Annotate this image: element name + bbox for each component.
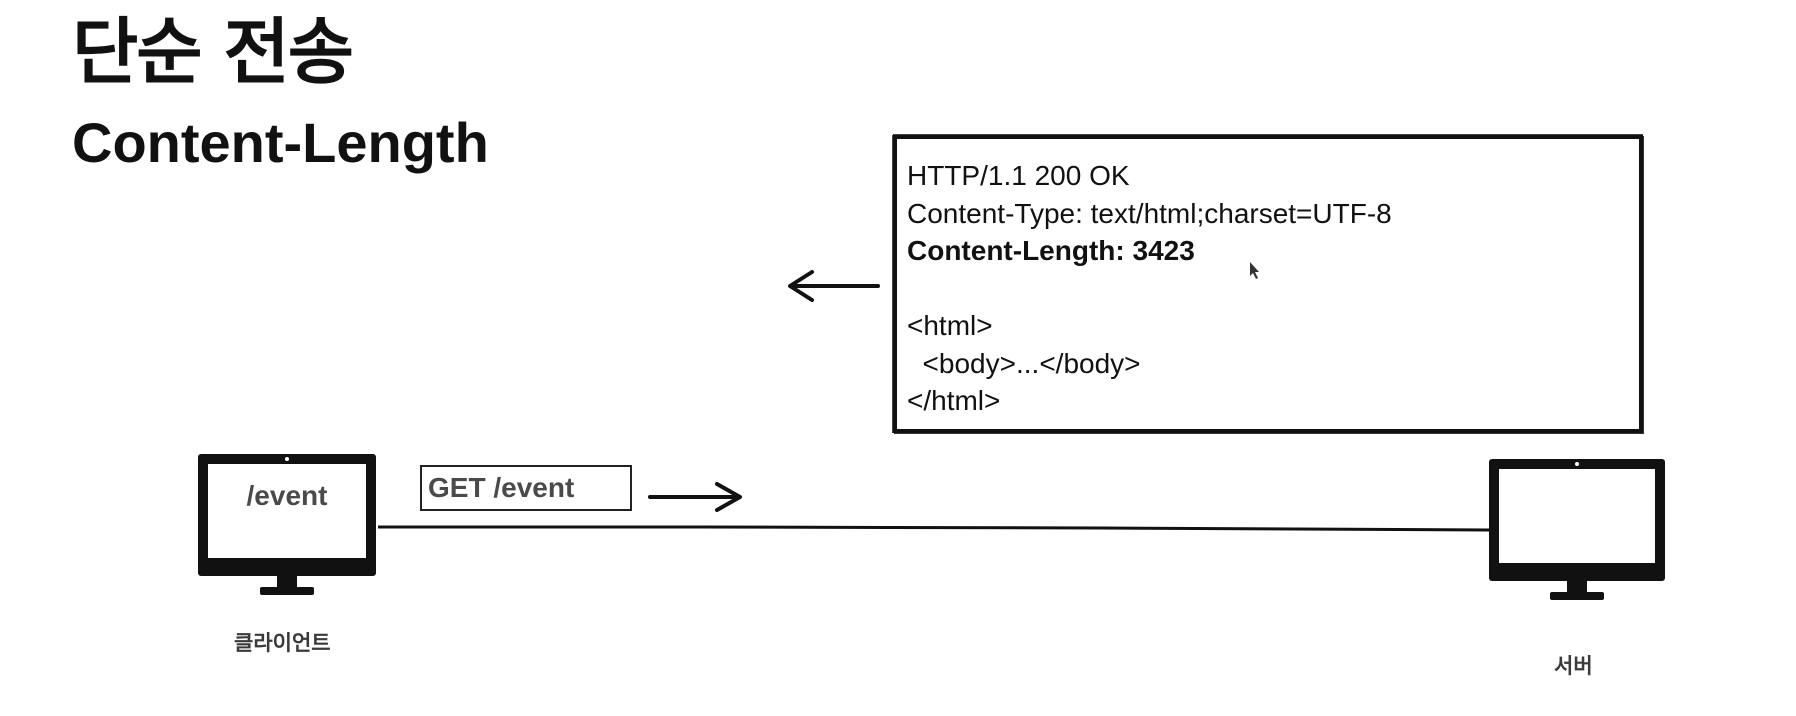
mouse-cursor-icon xyxy=(1250,262,1259,279)
client-label: 클라이언트 xyxy=(234,631,331,655)
response-body-html-open: <html> xyxy=(907,310,993,341)
response-body-body-tag: <body>...</body> xyxy=(907,347,1141,379)
client-screen-url: /event xyxy=(246,480,328,511)
response-body-html-close: </html> xyxy=(907,385,1001,416)
slide-subtitle: Content-Length xyxy=(72,111,489,174)
http-request-box: GET /event xyxy=(420,465,632,511)
response-content-type-header: Content-Type: text/html;charset=UTF-8 xyxy=(907,197,1392,229)
response-content-length-header: Content-Length: 3423 xyxy=(907,235,1195,266)
slide-title: 단순 전송 xyxy=(72,10,354,94)
server-monitor-icon xyxy=(1489,459,1665,604)
request-arrow-icon xyxy=(648,482,742,512)
http-response-box: HTTP/1.1 200 OK Content-Type: text/html;… xyxy=(893,135,1643,433)
response-status-line: HTTP/1.1 200 OK xyxy=(907,160,1130,191)
server-label: 서버 xyxy=(1554,654,1593,678)
client-monitor-icon: /event xyxy=(198,454,376,599)
response-arrow-icon xyxy=(788,270,880,302)
client-server-line xyxy=(378,525,1490,532)
